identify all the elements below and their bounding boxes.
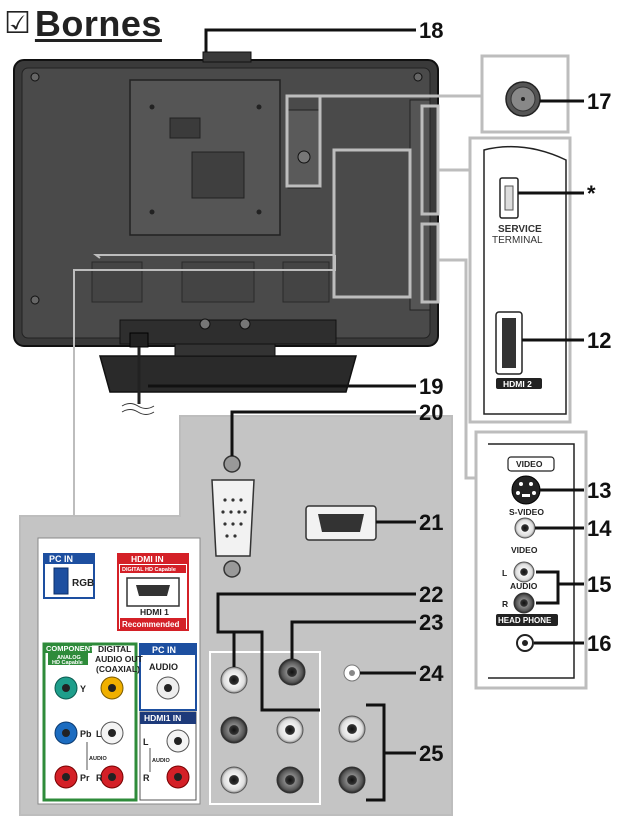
legend-coaxial-label: (COAXIAL) xyxy=(96,664,140,674)
audio-label: AUDIO xyxy=(510,581,538,591)
legend-recommended-label: Recommended xyxy=(122,620,179,629)
legend-r2-label: R xyxy=(143,773,150,783)
audio-r-label: R xyxy=(502,599,508,609)
video-box-label: VIDEO xyxy=(516,459,543,469)
callout-19: 19 xyxy=(419,374,443,399)
callout-22: 22 xyxy=(419,582,443,607)
legend-analog-label: ANALOG xyxy=(57,655,81,661)
callout-leaders xyxy=(148,28,584,802)
legend-pcin-label: PC IN xyxy=(49,554,73,564)
callout-23: 23 xyxy=(419,610,443,635)
tv-back xyxy=(13,51,439,415)
legend-y-label: Y xyxy=(80,684,86,694)
legend-component-label: COMPONENT xyxy=(46,644,95,653)
antenna-detail xyxy=(320,54,570,134)
callout-24: 24 xyxy=(419,661,444,686)
legend-audio-label: AUDIO xyxy=(149,662,178,672)
callout-16: 16 xyxy=(587,631,611,656)
connector-legend xyxy=(37,537,201,805)
legend-audioout-label: AUDIO OUT xyxy=(95,654,144,664)
legend-pr-label: Pr xyxy=(80,773,90,783)
page-title: Bornes xyxy=(34,3,162,44)
tv-callout-frames xyxy=(285,94,440,304)
headphone-label: HEAD PHONE xyxy=(498,616,552,625)
checkbox-icon: ☑ xyxy=(4,6,31,41)
callout-18: 18 xyxy=(419,18,443,43)
legend-l2-label: L xyxy=(143,737,149,747)
legend-hdmi1-label: HDMI 1 xyxy=(140,607,169,617)
callout-12: 12 xyxy=(587,328,611,353)
callout-17: 17 xyxy=(587,89,611,114)
legend-rgb-label: RGB xyxy=(72,578,94,589)
legend-hdmiin-label: HDMI IN xyxy=(131,554,164,564)
callout-25: 25 xyxy=(419,741,443,766)
video-label: VIDEO xyxy=(511,545,538,555)
side-panel-service-hdmi2 xyxy=(438,136,572,424)
section-heading: ☑ Bornes xyxy=(4,2,162,46)
legend-audio2-label: AUDIO xyxy=(152,758,170,764)
legend-hdmi1in-label: HDMI1 IN xyxy=(144,713,181,723)
callout-asterisk: * xyxy=(587,181,596,206)
side-panel-av xyxy=(438,258,588,690)
audio-l-label: L xyxy=(502,568,507,578)
callout-14: 14 xyxy=(587,516,612,541)
legend-r1-label: R xyxy=(96,773,103,783)
service-label-bottom: TERMINAL xyxy=(492,235,543,246)
legend-hdcapable-label: HD Capable xyxy=(52,660,83,666)
legend-pb-label: Pb xyxy=(80,729,92,739)
legend-pcin2-label: PC IN xyxy=(152,645,176,655)
hdmi2-label: HDMI 2 xyxy=(503,379,532,389)
svideo-label: S-VIDEO xyxy=(509,507,544,517)
service-label-top: SERVICE xyxy=(498,224,542,235)
legend-digitalhd-label: DIGITAL HD Capable xyxy=(122,567,176,573)
callout-15: 15 xyxy=(587,572,611,597)
legend-audio1-label: AUDIO xyxy=(89,756,107,762)
legend-l1-label: L xyxy=(96,729,102,739)
callout-13: 13 xyxy=(587,478,611,503)
callout-20: 20 xyxy=(419,400,443,425)
callout-21: 21 xyxy=(419,510,443,535)
legend-digital-label: DIGITAL xyxy=(98,644,131,654)
